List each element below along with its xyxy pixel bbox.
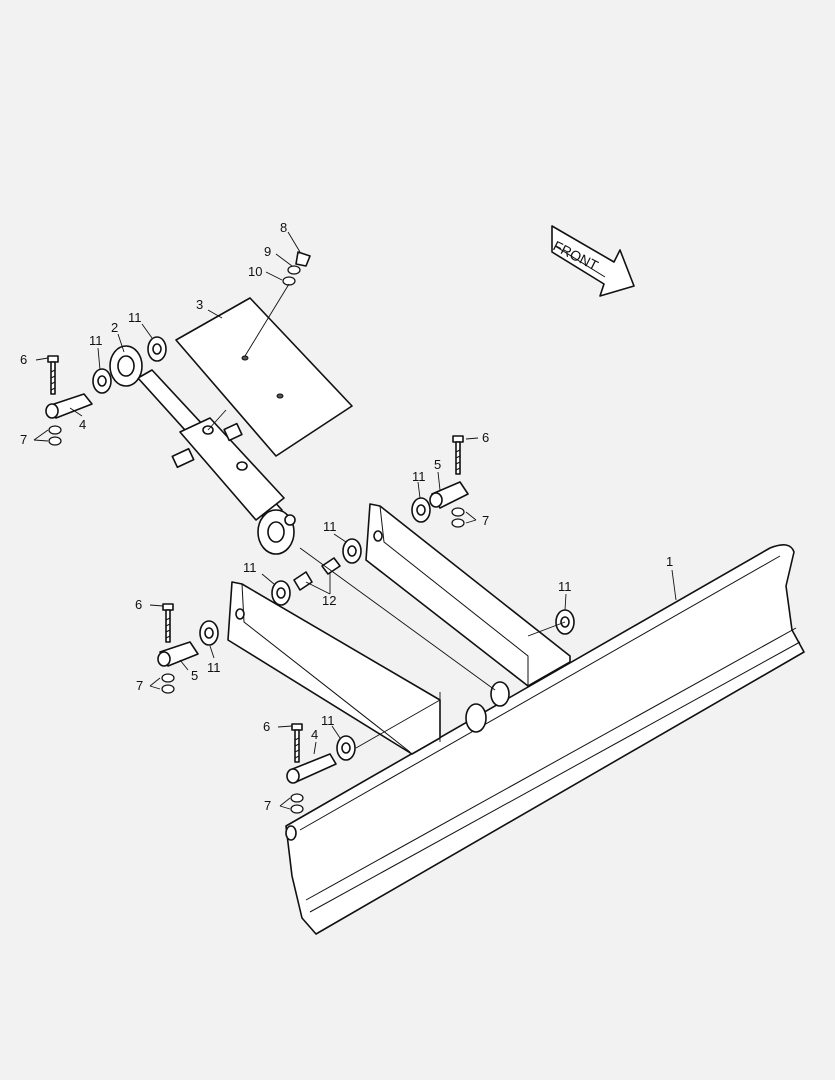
callout-labels: 1 2 3 4 4 5 5 6 6 6 6 7 7 7 7 8 9 10 11 …	[20, 220, 673, 813]
callout-flat-washer: 10	[248, 264, 262, 279]
callout-pin-upper-left: 4	[79, 417, 86, 432]
nuts-lower-left	[290, 793, 304, 814]
callout-washer-g: 11	[558, 579, 572, 594]
callout-washer-e: 11	[243, 560, 257, 575]
callout-nut-middle-left: 7	[136, 678, 143, 693]
front-direction-arrow: FRONT	[551, 225, 635, 297]
callout-pin-lower-left: 4	[311, 727, 318, 742]
callout-pin-middle-left: 5	[191, 668, 198, 683]
pin-lower-left	[286, 753, 337, 784]
bolt-upper-right	[452, 435, 464, 475]
washers	[92, 336, 575, 761]
pin-upper-right	[429, 481, 469, 509]
cover-plate	[175, 297, 353, 457]
callout-bolt-upper-right: 6	[482, 430, 489, 445]
callout-bolt-lower-left: 6	[263, 719, 270, 734]
push-arm-right	[365, 503, 571, 687]
callout-screw: 8	[280, 220, 287, 235]
callout-nut-lower-left: 7	[264, 798, 271, 813]
assembly-lines	[207, 283, 566, 749]
callout-lock-washer: 9	[264, 244, 271, 259]
callout-nut-upper-right: 7	[482, 513, 489, 528]
nuts-upper-right	[451, 507, 465, 528]
callout-bolt-middle-left: 6	[135, 597, 142, 612]
callout-washer-c: 11	[412, 469, 426, 484]
bolt-upper-left	[47, 355, 59, 395]
pin-upper-left	[45, 393, 93, 419]
nuts-upper-left	[48, 425, 62, 446]
hydraulic-cylinder	[109, 345, 296, 555]
callout-pin-upper-right: 5	[434, 457, 441, 472]
callout-grease-fitting: 12	[322, 593, 336, 608]
callout-washer-d: 11	[323, 519, 337, 534]
callout-washer-h: 11	[321, 713, 335, 728]
nuts-middle-left	[161, 673, 175, 694]
callout-washer-f: 11	[207, 660, 221, 675]
callout-bolt-upper-left: 6	[20, 352, 27, 367]
callout-washer-a: 11	[89, 333, 103, 348]
pin-middle-left	[157, 641, 199, 667]
callout-cylinder: 2	[111, 320, 118, 335]
leader-lines	[33, 231, 677, 810]
screw-assembly	[282, 251, 311, 286]
bolt-middle-left	[162, 603, 174, 643]
dozer-blade	[285, 544, 805, 935]
callout-washer-b: 11	[128, 310, 142, 325]
callout-blade: 1	[666, 554, 673, 569]
callout-plate: 3	[196, 297, 203, 312]
callout-nut-upper-left: 7	[20, 432, 27, 447]
bolt-lower-left	[291, 723, 303, 763]
grease-fittings	[293, 557, 341, 591]
